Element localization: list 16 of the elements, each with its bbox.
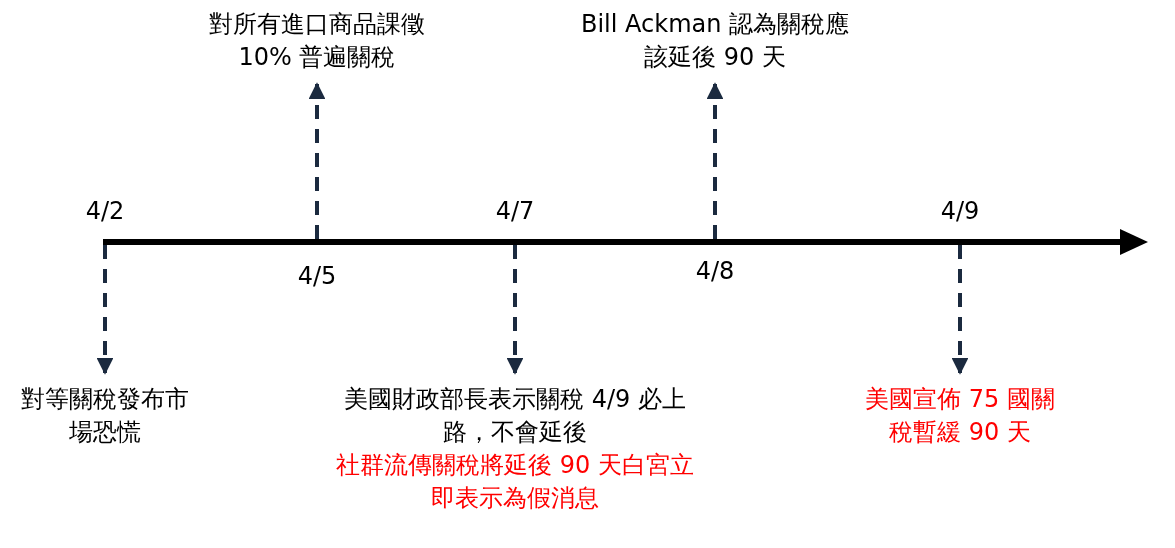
date-label: 4/9	[940, 197, 980, 225]
date-label: 4/7	[495, 197, 535, 225]
dashed-arrow	[506, 245, 524, 375]
event-text: 美國財政部長表示關稅 4/9 必上路，不會延後	[343, 384, 687, 448]
dashed-arrow	[706, 82, 724, 239]
date-label: 4/2	[85, 197, 125, 225]
dashed-arrow	[96, 245, 114, 375]
event-text: 社群流傳關稅將延後 90 天白宮立即表示為假消息	[335, 450, 695, 514]
event-text: Bill Ackman 認為關稅應該延後 90 天	[580, 8, 850, 74]
event-text: 對等關稅發布市場恐慌	[20, 383, 190, 449]
dashed-arrow	[308, 82, 326, 239]
date-label: 4/5	[297, 262, 337, 290]
date-label: 4/8	[695, 257, 735, 285]
event-text: 美國宣佈 75 國關稅暫緩 90 天	[860, 383, 1060, 449]
dashed-arrow	[951, 245, 969, 375]
event-text: 對所有進口商品課徵 10% 普遍關稅	[192, 8, 442, 74]
